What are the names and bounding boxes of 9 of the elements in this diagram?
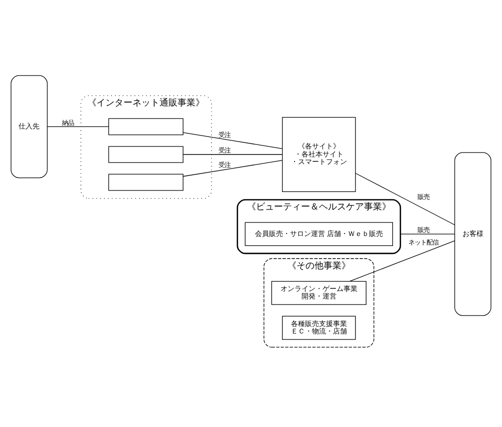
node-box [108, 146, 184, 162]
connector [400, 233, 456, 234]
connector [350, 240, 455, 282]
connector [182, 132, 283, 148]
connector [182, 160, 283, 176]
node-box [108, 118, 184, 135]
node-box [108, 173, 184, 190]
cluster: 《インターネット通販事業》 [80, 94, 212, 198]
connector [355, 172, 455, 225]
